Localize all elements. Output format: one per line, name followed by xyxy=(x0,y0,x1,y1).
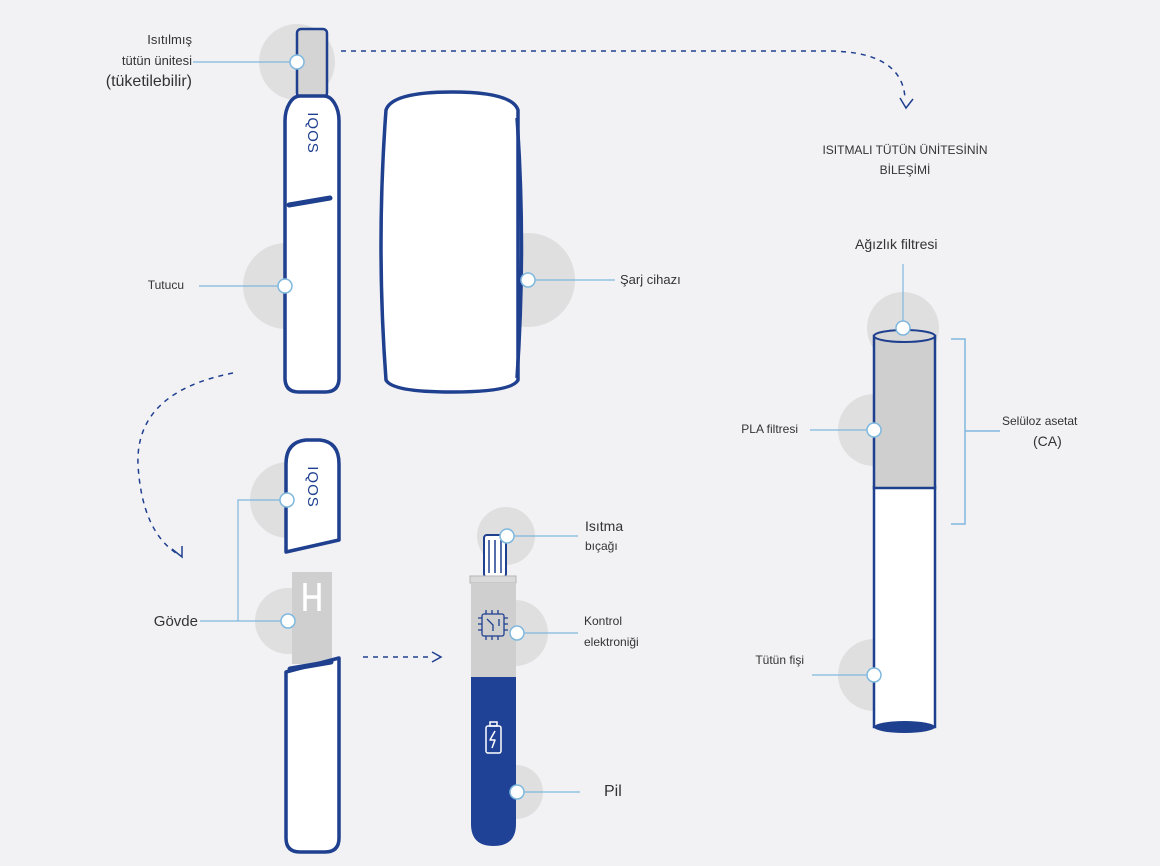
mouth-filter-label: Ağızlık filtresi xyxy=(855,236,938,252)
consumable-label-line3: (tüketilebilir) xyxy=(105,73,192,90)
charger xyxy=(379,90,520,394)
battery-icon xyxy=(485,721,502,754)
electronics-label-line2: elektroniği xyxy=(584,635,639,649)
pla-filter-label: PLA filtresi xyxy=(741,422,798,436)
cellulose-acetate-label: Selüloz asetat xyxy=(1002,414,1078,428)
callout-lines xyxy=(193,61,904,793)
lower-body-button xyxy=(287,659,334,672)
flow-arrows xyxy=(137,50,906,658)
consumable-label-line2: tütün ünitesi xyxy=(121,53,192,68)
consumable-label-line1: Isıtılmış xyxy=(147,32,192,47)
composition-title-line1: ISITMALI TÜTÜN ÜNİTESİNİN xyxy=(822,143,988,157)
charger-side xyxy=(515,117,524,379)
electronics-label-line1: Kontrol xyxy=(584,614,623,628)
composition-title-line2: BİLEŞİMİ xyxy=(879,163,931,177)
blade-base xyxy=(469,575,517,584)
tobacco-stick-composition xyxy=(872,329,937,733)
tobacco-plug-label: Tütün fişi xyxy=(755,653,804,667)
blade-label-line1: Isıtma xyxy=(585,518,624,534)
blade-label-line2: bıçağı xyxy=(585,539,618,553)
arrow-heads xyxy=(171,97,914,663)
holder xyxy=(283,94,341,394)
holder-brand-text: IQOS xyxy=(304,112,321,154)
holder-cap xyxy=(284,438,341,554)
body-label: Gövde xyxy=(153,613,198,630)
callout-dots xyxy=(277,54,911,800)
chip-icon xyxy=(478,610,508,640)
cellulose-acetate-bracket xyxy=(951,338,1000,525)
letter-h-icon xyxy=(303,583,321,611)
holder-lower-body xyxy=(284,656,341,854)
cap-brand-text: IQOS xyxy=(304,466,321,508)
holder-button xyxy=(286,195,333,208)
battery-label: Pil xyxy=(604,783,622,800)
holder-label: Tutucu xyxy=(147,278,184,292)
holder-inner-section xyxy=(292,572,332,664)
charger-label: Şarj cihazı xyxy=(620,272,681,287)
heating-blade xyxy=(483,534,507,578)
battery-section xyxy=(471,677,516,846)
ca-abbr-label: (CA) xyxy=(1033,433,1062,449)
